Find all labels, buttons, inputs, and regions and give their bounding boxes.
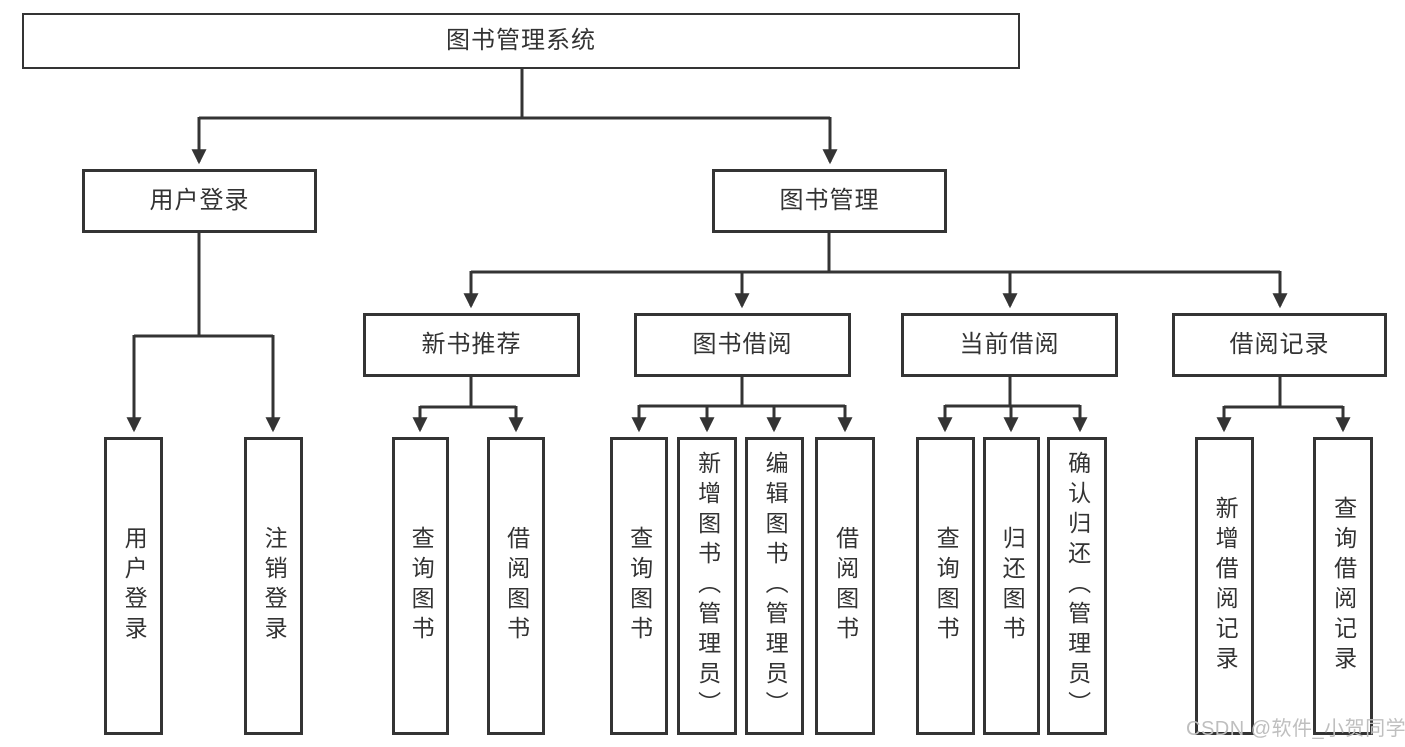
leaf-confirm-return-admin: 确认归还（管理员） [1047, 437, 1107, 735]
node-borrowing-records: 借阅记录 [1172, 313, 1387, 377]
leaf-user-login: 用户登录 [104, 437, 163, 735]
leaf-edit-book-admin: 编辑图书（管理员） [745, 437, 804, 735]
node-library-system: 图书管理系统 [22, 13, 1020, 69]
leaf-add-borrow-record: 新增借阅记录 [1195, 437, 1254, 735]
leaf-query-books-borrowing: 查询图书 [610, 437, 668, 735]
node-new-book-recommend: 新书推荐 [363, 313, 580, 377]
node-book-borrowing: 图书借阅 [634, 313, 851, 377]
csdn-watermark: CSDN @软件_小贺同学 [1186, 718, 1405, 740]
leaf-add-book-admin: 新增图书（管理员） [677, 437, 737, 735]
leaf-query-books-recommend: 查询图书 [392, 437, 449, 735]
node-user-login: 用户登录 [82, 169, 317, 233]
leaf-logout: 注销登录 [244, 437, 303, 735]
node-book-management: 图书管理 [712, 169, 947, 233]
leaf-query-books-current: 查询图书 [916, 437, 975, 735]
leaf-return-book: 归还图书 [983, 437, 1040, 735]
leaf-query-borrow-record: 查询借阅记录 [1313, 437, 1373, 735]
leaf-borrow-books: 借阅图书 [815, 437, 875, 735]
node-current-borrowing: 当前借阅 [901, 313, 1118, 377]
leaf-borrow-books-recommend: 借阅图书 [487, 437, 545, 735]
